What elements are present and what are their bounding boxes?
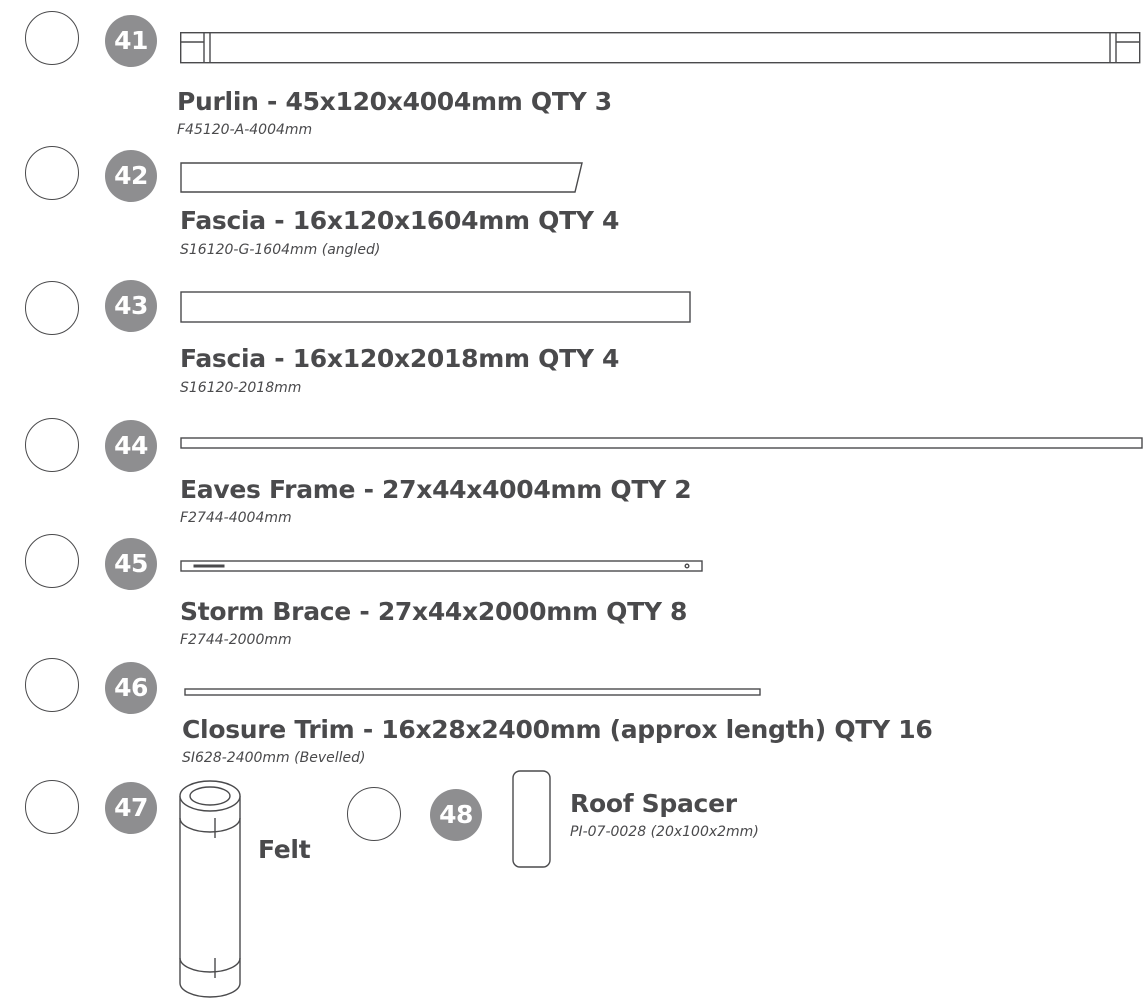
checkbox-45[interactable] xyxy=(25,534,79,588)
part-code-42: S16120-G-1604mm (angled) xyxy=(180,242,381,258)
part-title-46: Closure Trim - 16x28x2400mm (approx leng… xyxy=(182,715,933,744)
fascia-illustration xyxy=(180,291,691,323)
part-number-badge-47: 47 xyxy=(105,782,157,834)
part-number-badge-45: 45 xyxy=(105,538,157,590)
part-number-badge-42: 42 xyxy=(105,150,157,202)
part-code-46: SI628-2400mm (Bevelled) xyxy=(182,750,366,766)
part-code-45: F2744-2000mm xyxy=(180,632,292,648)
checkbox-41[interactable] xyxy=(25,11,79,65)
roof-spacer-illustration xyxy=(512,770,551,868)
part-code-43: S16120-2018mm xyxy=(180,380,302,396)
closure-trim-illustration xyxy=(184,688,761,696)
part-number-badge-43: 43 xyxy=(105,280,157,332)
part-number-badge-46: 46 xyxy=(105,662,157,714)
part-title-44: Eaves Frame - 27x44x4004mm QTY 2 xyxy=(180,475,692,504)
felt-roll-illustration xyxy=(179,780,241,998)
part-title-41: Purlin - 45x120x4004mm QTY 3 xyxy=(177,87,612,116)
part-number-badge-48: 48 xyxy=(430,789,482,841)
part-code-41: F45120-A-4004mm xyxy=(177,122,313,138)
checkbox-42[interactable] xyxy=(25,146,79,200)
checkbox-46[interactable] xyxy=(25,658,79,712)
eaves-frame-illustration xyxy=(180,437,1143,449)
part-title-47: Felt xyxy=(258,835,311,864)
checkbox-47[interactable] xyxy=(25,780,79,834)
checkbox-44[interactable] xyxy=(25,418,79,472)
fascia-angled-illustration xyxy=(180,162,583,193)
part-title-43: Fascia - 16x120x2018mm QTY 4 xyxy=(180,344,620,373)
checkbox-43[interactable] xyxy=(25,281,79,335)
storm-brace-illustration xyxy=(180,560,703,572)
part-title-48: Roof Spacer xyxy=(570,789,737,818)
part-code-48: PI-07-0028 (20x100x2mm) xyxy=(570,824,759,840)
part-title-42: Fascia - 16x120x1604mm QTY 4 xyxy=(180,206,620,235)
checkbox-48[interactable] xyxy=(347,787,401,841)
part-number-badge-44: 44 xyxy=(105,420,157,472)
purlin-illustration xyxy=(179,31,1141,64)
part-code-44: F2744-4004mm xyxy=(180,510,292,526)
part-title-45: Storm Brace - 27x44x2000mm QTY 8 xyxy=(180,597,688,626)
part-number-badge-41: 41 xyxy=(105,15,157,67)
